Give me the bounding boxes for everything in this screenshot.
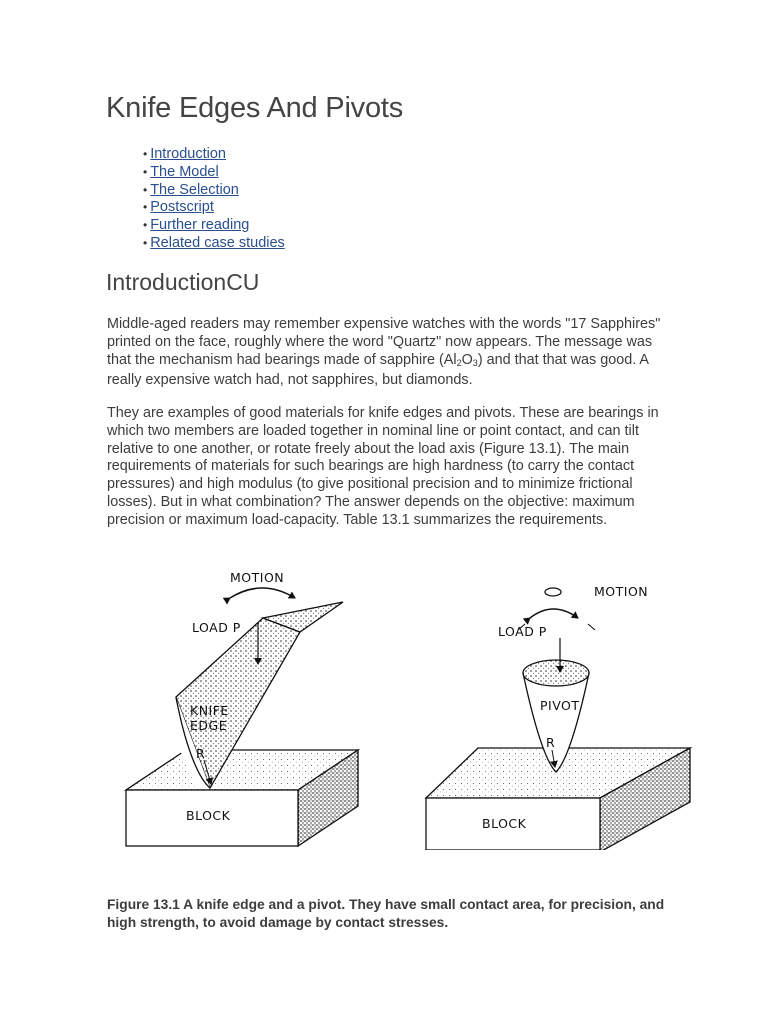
- knife-edge-diagram: MOTION LOAD P KNIFE EDGE R BLOCK: [123, 570, 361, 848]
- figure-13-1: MOTION LOAD P KNIFE EDGE R BLOCK: [100, 560, 700, 855]
- table-of-contents: •Introduction •The Model •The Selection …: [143, 146, 285, 253]
- toc-item: •The Model: [143, 164, 285, 182]
- pivot-motion-label: MOTION: [594, 584, 648, 599]
- knife-load-label: LOAD P: [192, 620, 241, 635]
- bullet-icon: •: [143, 235, 148, 250]
- bullet-icon: •: [143, 218, 148, 233]
- pivot-label: PIVOT: [540, 698, 580, 713]
- pivot-diagram: MOTION LOAD P PIVOT R BLOCK: [424, 584, 693, 854]
- knife-block: [123, 748, 361, 848]
- page-title: Knife Edges And Pivots: [106, 92, 404, 124]
- pivot-rotation-arrows: [517, 587, 596, 631]
- toc-item: •The Selection: [143, 182, 285, 200]
- toc-item: •Introduction: [143, 146, 285, 164]
- knife-label-line1: KNIFE: [190, 703, 229, 718]
- bullet-icon: •: [143, 182, 148, 197]
- pivot-load-label: LOAD P: [498, 624, 547, 639]
- para1-text-oxygen: O: [461, 351, 473, 368]
- bullet-icon: •: [143, 147, 148, 161]
- toc-link-postscript[interactable]: Postscript: [150, 199, 214, 216]
- subscript-3: 3: [472, 357, 478, 368]
- para1-text-start: Middle-aged readers may remember expensi…: [107, 316, 661, 368]
- toc-link-further-reading[interactable]: Further reading: [150, 217, 250, 234]
- knife-block-label: BLOCK: [186, 808, 231, 823]
- bullet-icon: •: [143, 200, 148, 215]
- figure-caption: Figure 13.1 A knife edge and a pivot. Th…: [107, 897, 665, 930]
- toc-link-related-case-studies[interactable]: Related case studies: [150, 234, 285, 251]
- knife-edge-prism: [175, 601, 344, 790]
- knife-edge-pivot-diagram: MOTION LOAD P KNIFE EDGE R BLOCK: [123, 570, 693, 854]
- toc-item: •Related case studies: [143, 235, 285, 253]
- intro-paragraph-2: They are examples of good materials for …: [107, 405, 659, 528]
- toc-link-the-model[interactable]: The Model: [150, 163, 219, 180]
- intro-paragraph-1: Middle-aged readers may remember expensi…: [107, 316, 667, 390]
- subscript-2: 2: [456, 357, 462, 368]
- pivot-block-label: BLOCK: [482, 816, 527, 831]
- pivot-cone: [522, 659, 590, 773]
- knife-motion-arrow: [222, 587, 296, 605]
- pivot-radius-arrow: [550, 749, 558, 768]
- toc-item: •Further reading: [143, 217, 285, 235]
- knife-label-line2: EDGE: [190, 718, 227, 733]
- knife-radius-arrow: [203, 759, 214, 785]
- section-title-introduction: IntroductionCU: [106, 269, 260, 295]
- bullet-icon: •: [143, 164, 148, 179]
- para1-text-end: ) and that that was good. A really expen…: [107, 351, 649, 389]
- pivot-radius-label: R: [546, 735, 555, 750]
- pivot-block: [424, 746, 693, 854]
- toc-link-introduction[interactable]: Introduction: [150, 146, 226, 162]
- knife-radius-label: R: [196, 746, 205, 761]
- toc-link-the-selection[interactable]: The Selection: [150, 181, 239, 198]
- knife-motion-label: MOTION: [230, 570, 284, 585]
- toc-item: •Postscript: [143, 199, 285, 217]
